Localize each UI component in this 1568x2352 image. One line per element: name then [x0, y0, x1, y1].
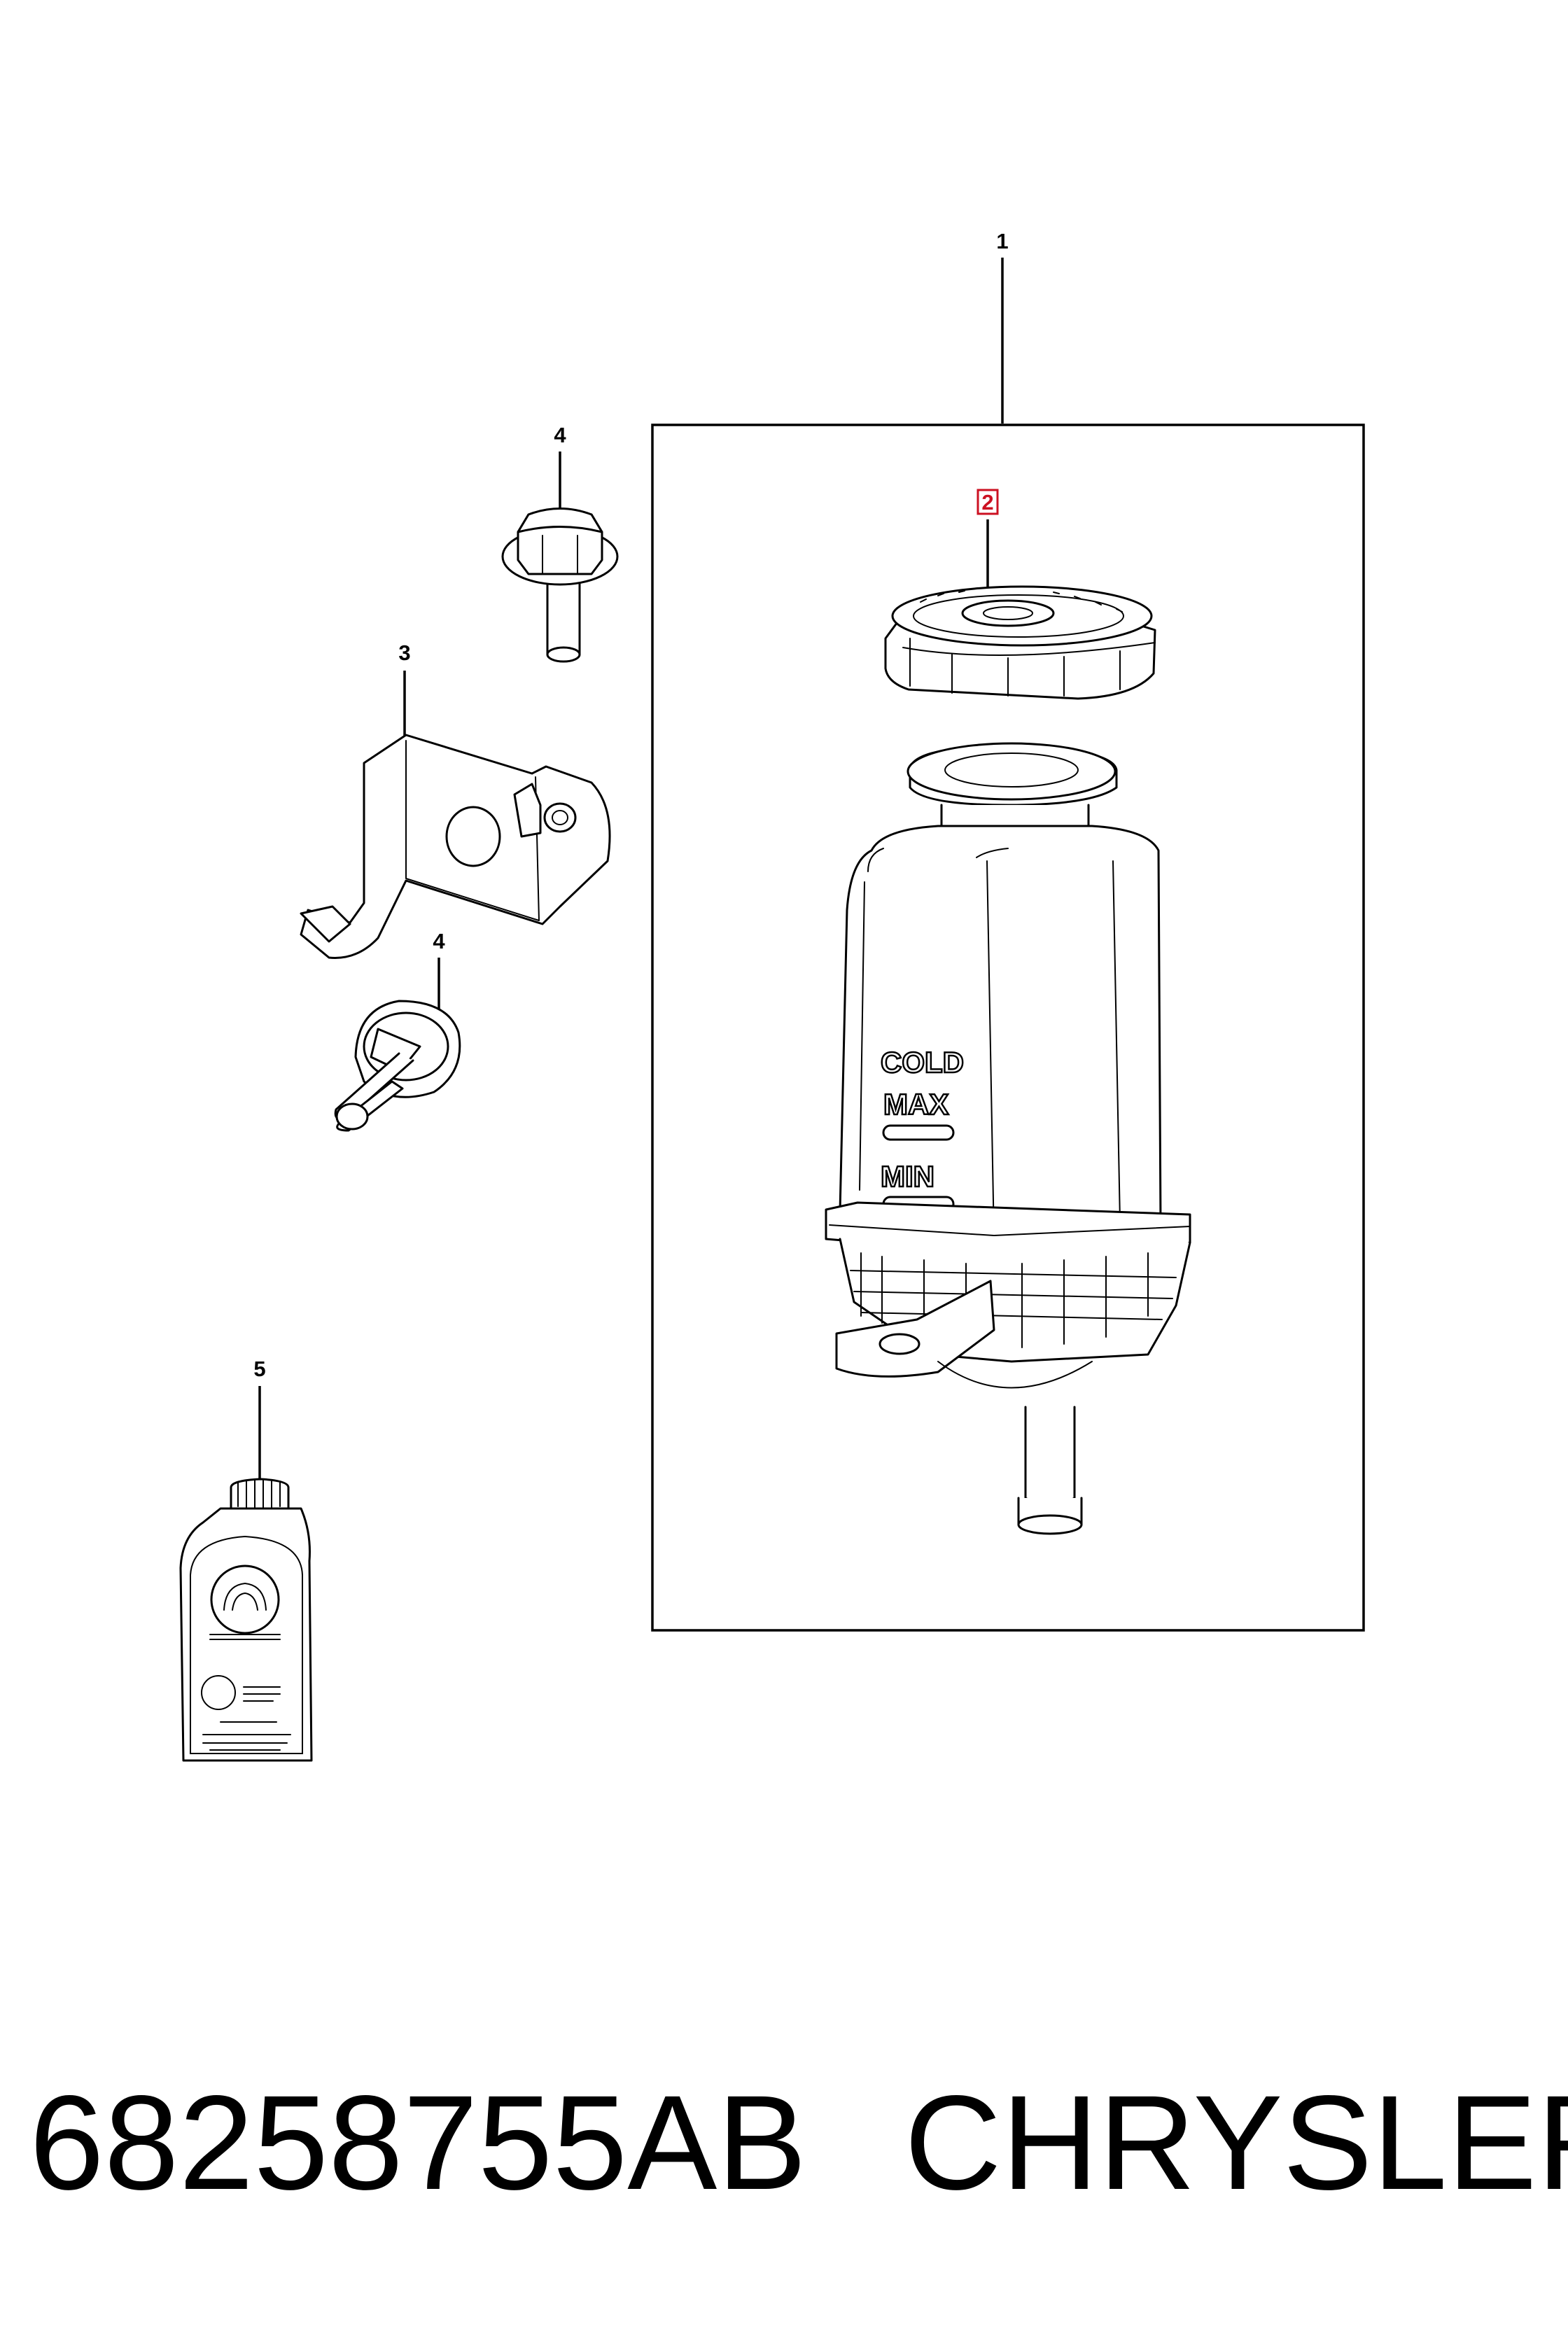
max-level-line: [882, 1124, 955, 1141]
reservoir-cap[interactable]: [884, 585, 1156, 700]
marking-min: MIN: [881, 1160, 934, 1193]
brand-name: CHRYSLER: [904, 2067, 1568, 2218]
mopar-logo: [210, 1564, 280, 1634]
mounting-bracket[interactable]: [300, 734, 611, 959]
callout-3-label[interactable]: 3: [398, 640, 410, 665]
callout-2-label[interactable]: 2: [981, 490, 993, 514]
part-number: 68258755AB: [29, 2067, 807, 2218]
reservoir-body[interactable]: COLD MAX MIN: [825, 742, 1191, 1535]
callout-1-label[interactable]: 1: [996, 229, 1008, 253]
marking-max: MAX: [883, 1088, 948, 1121]
callout-4-upper-label[interactable]: 4: [554, 423, 566, 447]
marking-cold: COLD: [881, 1046, 964, 1079]
callout-2-highlight: [976, 489, 999, 515]
fluid-bottle[interactable]: [179, 1478, 313, 1762]
bolt-upper[interactable]: [501, 507, 619, 663]
callout-5-label[interactable]: 5: [253, 1357, 265, 1381]
callout-4-lower-label[interactable]: 4: [433, 929, 445, 953]
bolt-lower[interactable]: [334, 1000, 461, 1132]
reservoir-assembly-box: [651, 424, 1365, 1632]
